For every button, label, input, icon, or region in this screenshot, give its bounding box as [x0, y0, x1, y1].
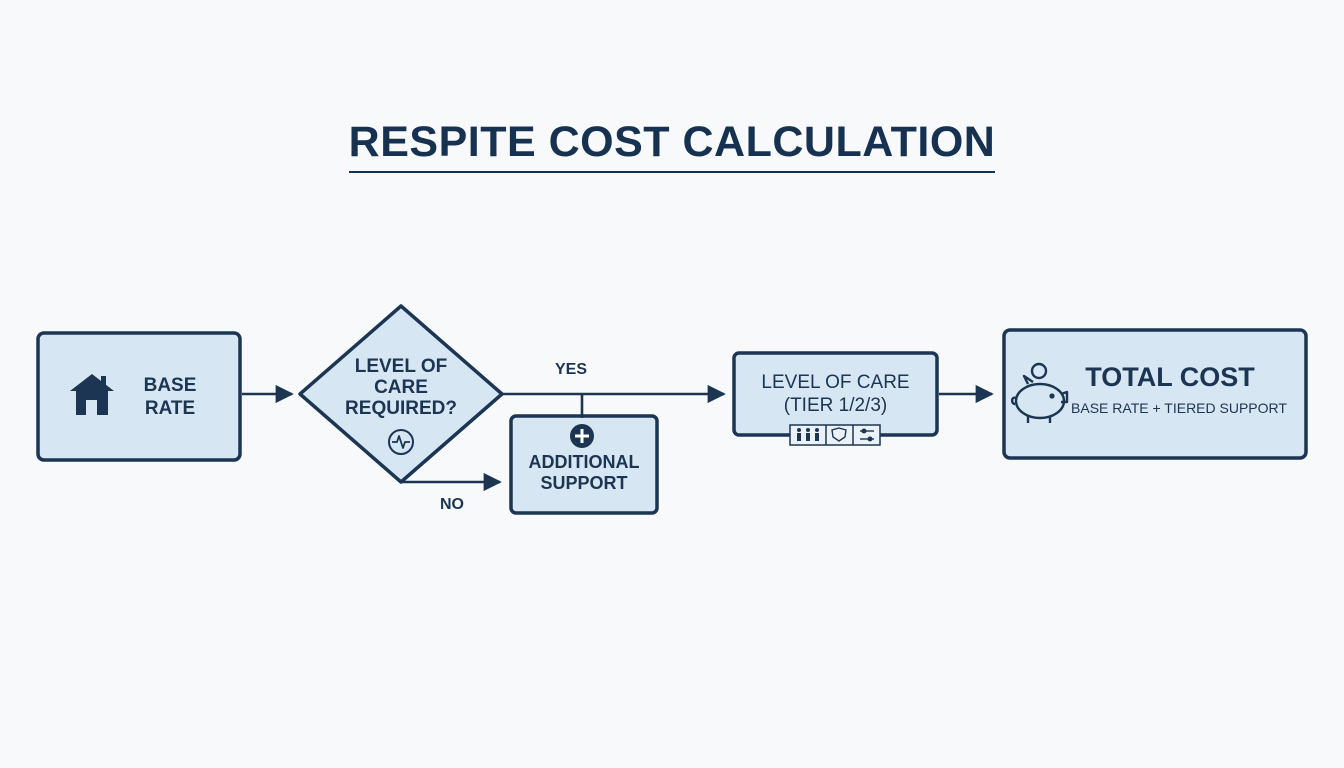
additional-support-box: [509, 414, 659, 515]
total-cost-title-text: TOTAL COST: [1085, 362, 1255, 392]
diagram-title: RESPITE COST CALCULATION: [0, 118, 1344, 173]
total-cost-title: TOTAL COST: [1072, 362, 1268, 392]
decision-line2: CARE: [374, 377, 428, 398]
plus-circle-icon: [570, 424, 594, 448]
decision-line3: REQUIRED?: [345, 398, 457, 419]
total-cost-box: [1002, 328, 1308, 460]
level-of-care-line2: (TIER 1/2/3): [783, 395, 888, 416]
yes-label: YES: [555, 361, 588, 378]
base-rate-box: [36, 331, 242, 462]
piggy-bank-icon: [1010, 362, 1069, 423]
additional-support-line1: ADDITIONAL: [528, 452, 640, 472]
additional-support-line2: SUPPORT: [540, 473, 628, 493]
decision-line1: LEVEL OF: [354, 356, 448, 377]
base-rate-line2: RATE: [144, 398, 196, 419]
sliders-icon: [860, 428, 874, 442]
shield-icon: [831, 427, 847, 442]
total-cost-subtitle-text: BASE RATE + TIERED SUPPORT: [1071, 400, 1287, 416]
no-label: NO: [440, 496, 464, 513]
base-rate-line1: BASE: [143, 375, 197, 396]
tier-icons-strip: [789, 424, 881, 446]
level-of-care-label: LEVEL OF CARE (TIER 1/2/3): [736, 371, 935, 417]
additional-support-label: ADDITIONAL SUPPORT: [513, 452, 655, 494]
house-icon: [70, 374, 114, 415]
decision-label: LEVEL OF CARE REQUIRED?: [331, 356, 471, 419]
heartbeat-icon: [388, 429, 414, 455]
total-cost-subtitle: BASE RATE + TIERED SUPPORT: [1066, 400, 1292, 416]
people-icon: [797, 428, 819, 441]
base-rate-label: BASE RATE: [130, 374, 210, 420]
level-of-care-line1: LEVEL OF CARE: [761, 372, 910, 393]
